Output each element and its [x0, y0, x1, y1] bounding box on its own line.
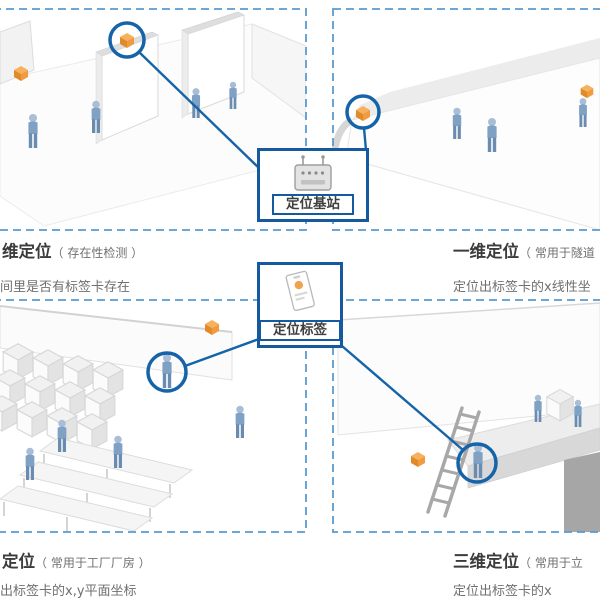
highlight-circles: [108, 21, 498, 484]
scene-presence-room: [0, 11, 306, 227]
caption-3d-paren: （ 常用于立: [519, 556, 583, 570]
scene-factory: [0, 305, 245, 532]
caption-3d: 三维定位（ 常用于立: [453, 552, 600, 573]
caption-3d-title: 三维定位: [453, 552, 519, 571]
base-station-icon: [294, 155, 332, 191]
highlight-circle: [345, 94, 381, 130]
quadrant-dashed-borders: [0, 8, 600, 533]
highlight-circle: [456, 442, 498, 484]
base-station-label: 定位基站: [272, 194, 354, 215]
caption-2d-paren: （ 常用于工厂厂房 ）: [35, 556, 151, 570]
mezzanine-wall-edge: [337, 302, 600, 321]
tag-icon: [285, 270, 315, 312]
highlight-circle: [108, 21, 146, 59]
highlight-circle: [146, 351, 188, 393]
caption-1d-paren: （ 常用于隧道: [519, 246, 595, 260]
caption-1d-title: 一维定位: [453, 242, 519, 261]
caption-2d-subtitle: 出标签卡的x,y平面坐标: [0, 584, 137, 599]
caption-presence: 维定位（ 存在性检测 ）: [2, 242, 143, 263]
ladder-icon: [426, 406, 481, 518]
scene-mezzanine: [337, 302, 600, 532]
caption-3d-sub-clip: 定位出标签卡的x: [453, 584, 600, 600]
platform-underside: [564, 452, 600, 532]
tag-label: 定位标签: [259, 320, 341, 341]
room-left-wall: [0, 20, 35, 85]
caption-presence-paren: （ 存在性检测 ）: [51, 246, 144, 260]
factory-wall-edge: [0, 305, 233, 333]
caption-1d-subtitle: 定位出标签卡的x线性坐: [453, 280, 591, 295]
base-station-card: 定位基站: [257, 148, 369, 222]
tunnel-ceiling: [352, 38, 600, 120]
caption-presence-title: 维定位: [2, 242, 52, 261]
caption-2d-title: 定位: [2, 552, 35, 571]
caption-1d: 一维定位（ 常用于隧道: [453, 242, 600, 263]
caption-presence-subtitle: 间里是否有标签卡存在: [0, 280, 131, 295]
caption-1d-clip: 一维定位（ 常用于隧道: [453, 242, 600, 264]
room-right-wall: [251, 23, 306, 119]
caption-3d-subtitle: 定位出标签卡的x: [453, 584, 552, 599]
caption-2d: 定位（ 常用于工厂厂房 ）: [2, 552, 151, 573]
caption-1d-sub-clip: 定位出标签卡的x线性坐: [453, 280, 600, 298]
tunnel-wall: [345, 57, 600, 230]
tag-card: 定位标签: [257, 262, 343, 348]
caption-3d-clip: 三维定位（ 常用于立: [453, 552, 600, 574]
connector-lines: [138, 51, 464, 451]
